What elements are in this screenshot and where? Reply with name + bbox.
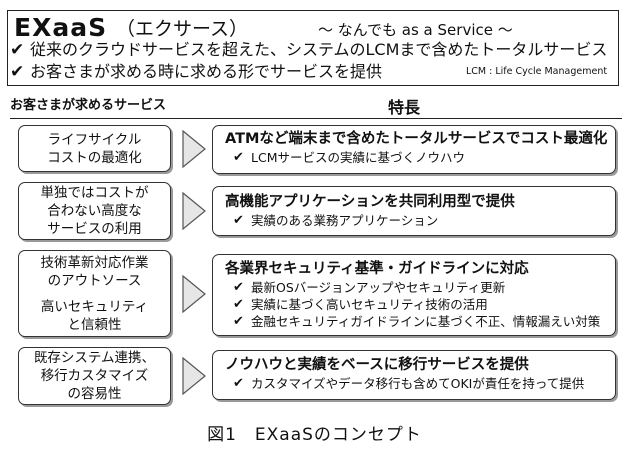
feature-bullet: ✔ 金融セキュリティガイドラインに基づく不正、情報漏えい対策 [233, 314, 601, 329]
check-icon: ✔ [10, 62, 25, 82]
need-text: サービスの利用 [47, 221, 142, 237]
arrow-right-icon [182, 357, 206, 395]
customer-needs-heading: お客さまが求めるサービス [10, 98, 167, 113]
need-text: 単独ではコストが [40, 185, 149, 201]
need-box-lifecycle-cost: ライフサイクル コストの最適化 [18, 125, 171, 172]
feature-box-migration-service: ノウハウと実績をベースに移行サービスを提供 ✔ カスタマイズやデータ移行も含めて… [212, 350, 616, 400]
tagline: ～ なんでも as a Service ～ [318, 21, 513, 39]
lcm-note: LCM : Life Cycle Management [466, 66, 608, 77]
need-text: の容易性 [67, 386, 122, 402]
need-text: 既存システム連携、 [33, 350, 156, 366]
need-box-migration: 既存システム連携、 移行カスタマイズ の容易性 [18, 347, 171, 405]
feature-box-shared-apps: 高機能アプリケーションを共同利用型で提供 ✔ 実績のある業務アプリケーション [212, 186, 616, 236]
figure-caption: 図1 EXaaSのコンセプト [207, 425, 422, 445]
feature-title: 各業界セキュリティ基準・ガイドラインに対応 [225, 261, 529, 277]
check-icon: ✔ [233, 314, 244, 329]
arrow-right-icon [182, 275, 206, 313]
feature-bullet: ✔ 実績に基づく高いセキュリティ技術の活用 [233, 297, 488, 312]
features-heading: 特長 [388, 98, 421, 117]
feature-box-security-standards: 各業界セキュリティ基準・ガイドラインに対応 ✔ 最新OSバージョンアップやセキュ… [212, 254, 616, 336]
logo-reading: （エクサース） [116, 18, 249, 40]
need-text: ライフサイクル [47, 131, 142, 148]
header-line-text: お客さまが求める時に求める形でサービスを提供 [30, 62, 383, 81]
feature-title: 高機能アプリケーションを共同利用型で提供 [225, 194, 515, 210]
check-icon: ✔ [233, 150, 244, 165]
need-text: 技術革新対応作業 [40, 254, 149, 271]
logo: EXaaS [14, 13, 108, 42]
check-icon: ✔ [233, 213, 244, 228]
need-text: と信頼性 [67, 316, 122, 333]
feature-bullet: ✔ 実績のある業務アプリケーション [233, 213, 439, 228]
need-text: のアウトソース [47, 272, 142, 289]
need-text: コストの最適化 [47, 149, 142, 166]
heading-divider [10, 118, 622, 119]
header-line-2: ✔ お客さまが求める時に求める形でサービスを提供 [10, 62, 383, 82]
need-box-advanced-service: 単独ではコストが 合わない高度な サービスの利用 [18, 182, 171, 240]
header-line-1: ✔ 従来のクラウドサービスを超えた、システムのLCMまで含めたトータルサービス [10, 40, 608, 60]
check-icon: ✔ [233, 297, 244, 312]
feature-bullet: ✔ LCMサービスの実績に基づくノウハウ [233, 150, 465, 165]
need-text: 高いセキュリティ [40, 298, 149, 315]
need-text: 移行カスタマイズ [40, 368, 149, 384]
need-text: 合わない高度な [47, 203, 142, 219]
arrow-right-icon [182, 130, 206, 168]
header-line-text: 従来のクラウドサービスを超えた、システムのLCMまで含めたトータルサービス [30, 40, 608, 59]
need-box-outsourcing-security: 技術革新対応作業 のアウトソース 高いセキュリティ と信頼性 [18, 250, 171, 337]
check-icon: ✔ [233, 376, 244, 391]
feature-box-cost-optimization: ATMなど端末まで含めたトータルサービスでコスト最適化 ✔ LCMサービスの実績… [212, 125, 616, 174]
check-icon: ✔ [10, 40, 25, 60]
feature-title: ノウハウと実績をベースに移行サービスを提供 [225, 357, 529, 373]
feature-bullet: ✔ 最新OSバージョンアップやセキュリティ更新 [233, 280, 506, 295]
header-box [7, 10, 619, 86]
feature-bullet: ✔ カスタマイズやデータ移行も含めてOKIが責任を持って提供 [233, 376, 585, 391]
feature-title: ATMなど端末まで含めたトータルサービスでコスト最適化 [225, 131, 608, 147]
check-icon: ✔ [233, 280, 244, 295]
arrow-right-icon [182, 192, 206, 230]
